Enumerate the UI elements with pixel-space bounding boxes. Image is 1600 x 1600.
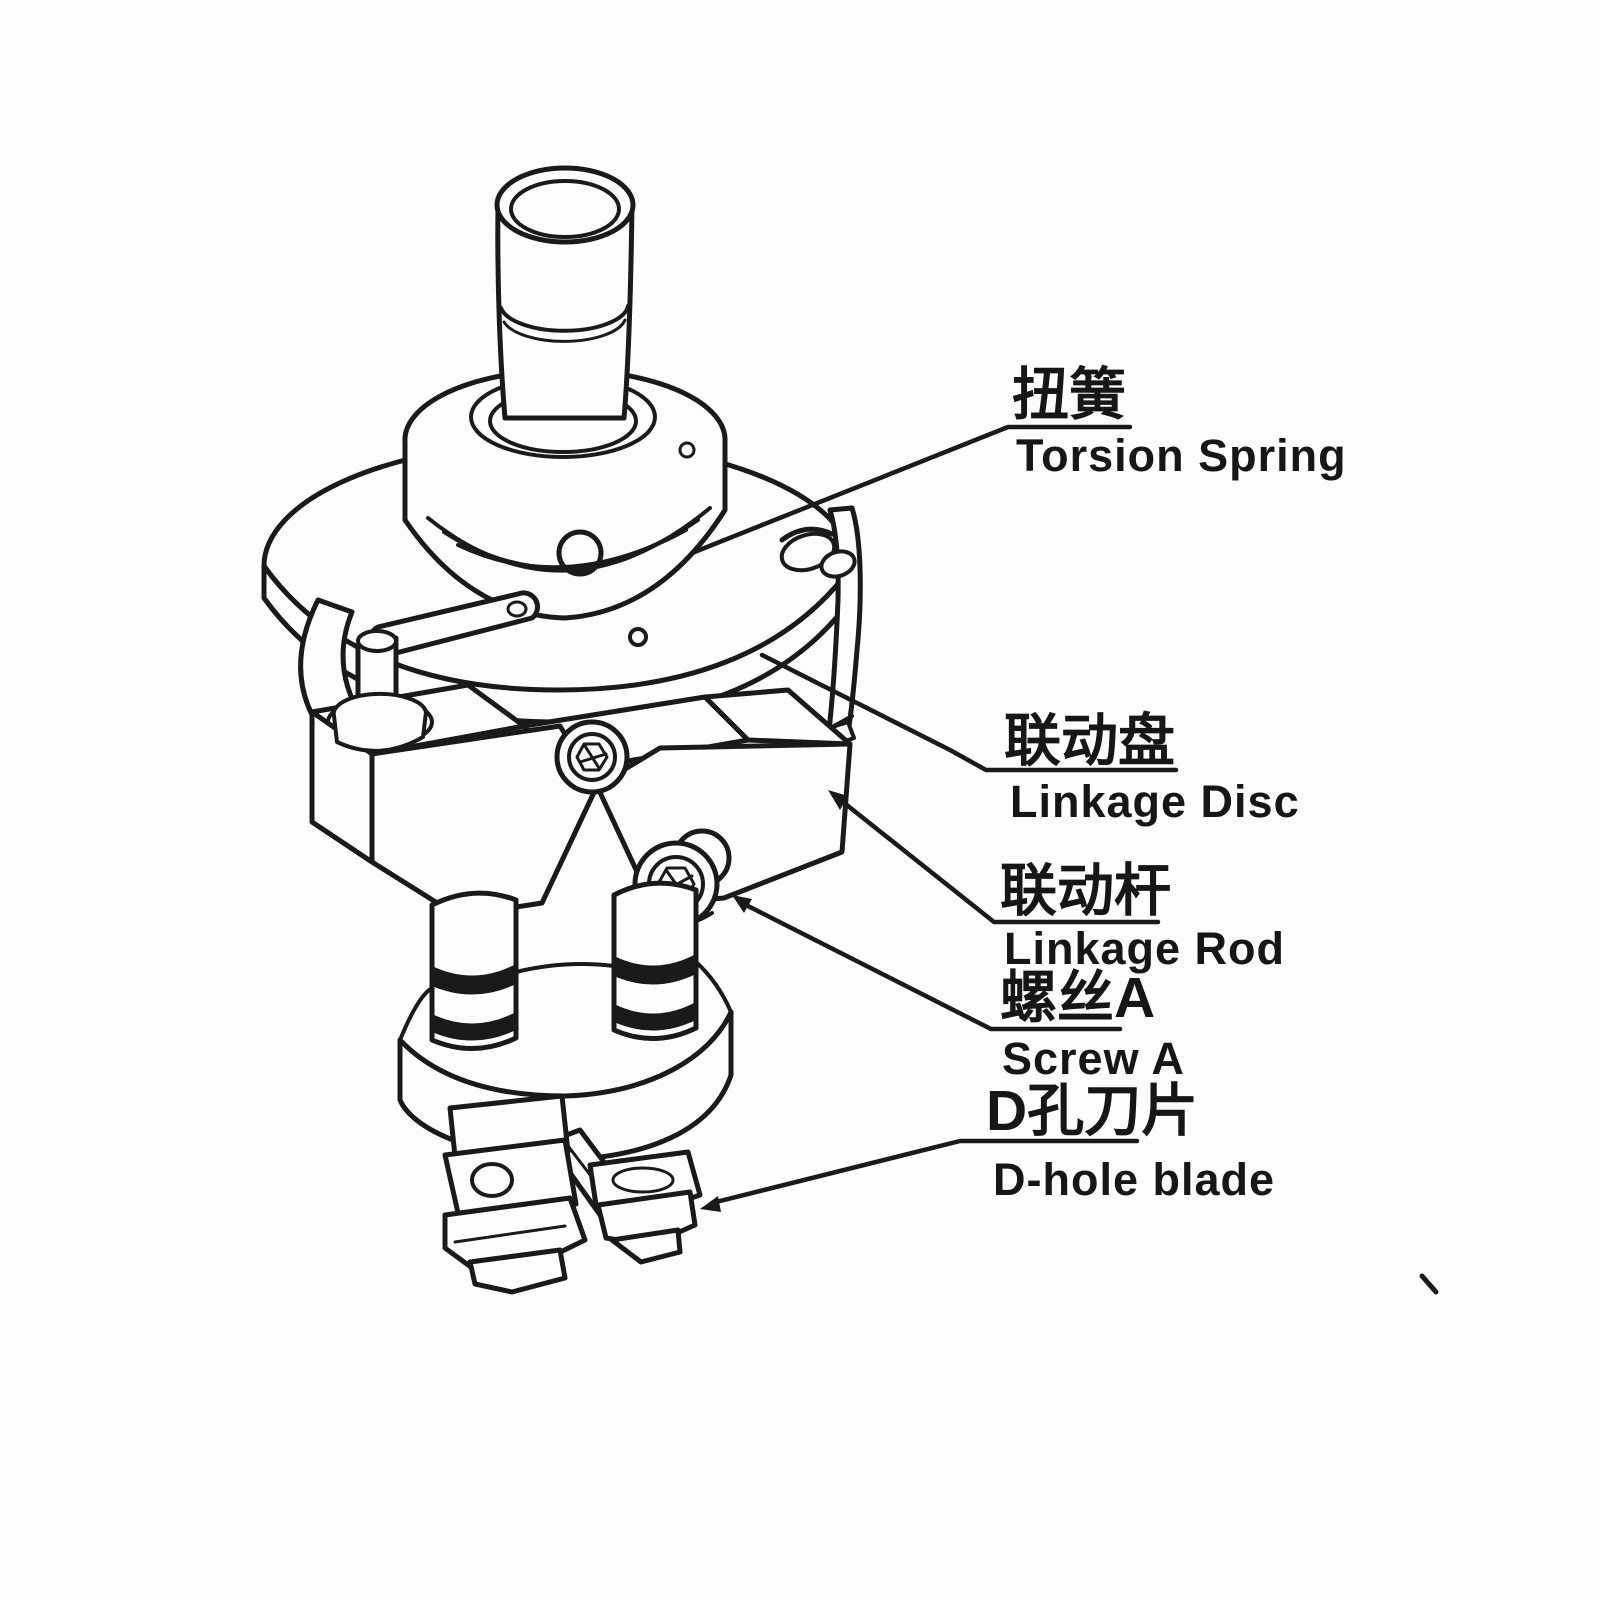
label-torsion-spring-cn: 扭簧 <box>1012 363 1126 427</box>
pin-arm-drawing <box>331 590 540 753</box>
label-screw-a: 螺丝A Screw A <box>1000 966 1185 1084</box>
label-d-hole-blade: D孔刀片 D-hole blade <box>986 1079 1275 1205</box>
d-hole-blade-drawing <box>442 1093 703 1295</box>
leader-linkage-rod <box>835 795 1161 925</box>
label-linkage-disc-en: Linkage Disc <box>1010 776 1300 827</box>
label-linkage-rod-cn: 联动杆 <box>1000 859 1171 923</box>
stray-tick-mark <box>1419 1273 1439 1295</box>
label-linkage-disc-cn: 联动盘 <box>1004 709 1175 773</box>
socket-screw-drawing <box>554 719 630 795</box>
arrowhead-d-hole-blade <box>700 1196 721 1212</box>
leader-d-hole-blade <box>709 1138 1140 1206</box>
label-linkage-rod: 联动杆 Linkage Rod <box>1000 859 1285 974</box>
leader-screw-a <box>739 900 1123 1032</box>
label-screw-a-cn: 螺丝A <box>1000 966 1155 1030</box>
leader-lines <box>689 424 1179 1212</box>
label-linkage-rod-en: Linkage Rod <box>1004 923 1285 974</box>
label-linkage-disc: 联动盘 Linkage Disc <box>1004 709 1300 827</box>
leader-torsion-spring <box>689 424 1133 556</box>
callout-labels: 扭簧 Torsion Spring 联动盘 Linkage Disc 联动杆 L… <box>986 363 1347 1205</box>
label-screw-a-en: Screw A <box>1002 1033 1185 1084</box>
leader-linkage-disc <box>759 652 1179 773</box>
label-torsion-spring-en: Torsion Spring <box>1016 430 1347 481</box>
label-d-hole-blade-en: D-hole blade <box>993 1154 1275 1205</box>
shaft-drawing <box>494 165 636 421</box>
label-torsion-spring: 扭簧 Torsion Spring <box>1012 363 1347 481</box>
arrowhead-linkage-rod <box>828 790 848 810</box>
arrowhead-screw-a <box>732 895 752 913</box>
spring-posts-drawing <box>429 880 699 1051</box>
label-d-hole-blade-cn: D孔刀片 <box>986 1079 1198 1143</box>
torsion-spring-housing-drawing <box>402 367 728 621</box>
